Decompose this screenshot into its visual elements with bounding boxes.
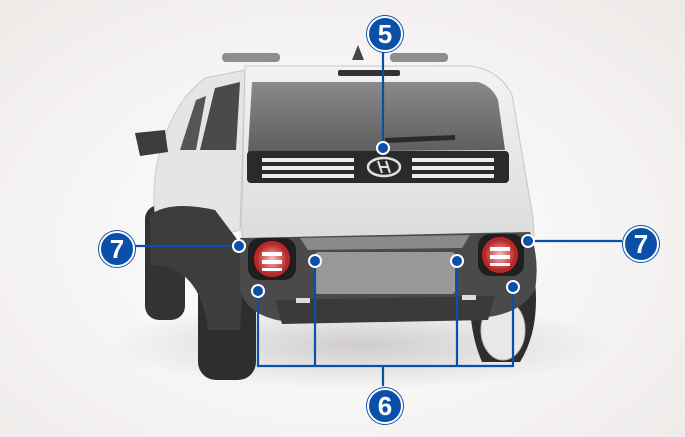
reverse-lamp-left (296, 298, 310, 303)
dot-7-right (521, 234, 535, 248)
roof-rail-right (390, 53, 448, 62)
bumper-garnish (300, 235, 470, 250)
dot-5 (376, 141, 390, 155)
side-mirror (135, 130, 168, 156)
callout-badge-6: 6 (367, 388, 403, 424)
rear-combination-lamp-right (478, 234, 524, 276)
dot-6-b (308, 254, 322, 268)
callout-lines (131, 50, 622, 386)
callout-dots (232, 141, 535, 298)
callout-line-6 (256, 287, 515, 368)
reverse-lamp-right (462, 295, 476, 300)
callout-badge-7-left: 7 (99, 231, 135, 267)
rear-window (248, 82, 505, 152)
left-fender-cladding (150, 206, 245, 330)
hyundai-emblem (366, 156, 402, 178)
callout-badge-7-right: 7 (623, 226, 659, 262)
callout-badge-5: 5 (367, 16, 403, 52)
lower-skid-plate (275, 296, 495, 324)
hyundai-emblem-h (377, 160, 391, 174)
dot-6-d (506, 280, 520, 294)
license-plate-recess (315, 252, 455, 294)
pixel-lamp-right (412, 158, 494, 178)
side-window (200, 82, 240, 150)
roof-rail-left (222, 53, 280, 62)
rear-wiper (385, 135, 455, 143)
pixel-lamp-left (262, 158, 354, 178)
rear-combination-lamp-left (248, 238, 296, 280)
antenna (352, 45, 364, 60)
dot-6-a (251, 284, 265, 298)
dot-7-left (232, 239, 246, 253)
dot-6-c (450, 254, 464, 268)
side-window-front (180, 96, 206, 150)
high-mount-stop-lamp (338, 70, 400, 76)
